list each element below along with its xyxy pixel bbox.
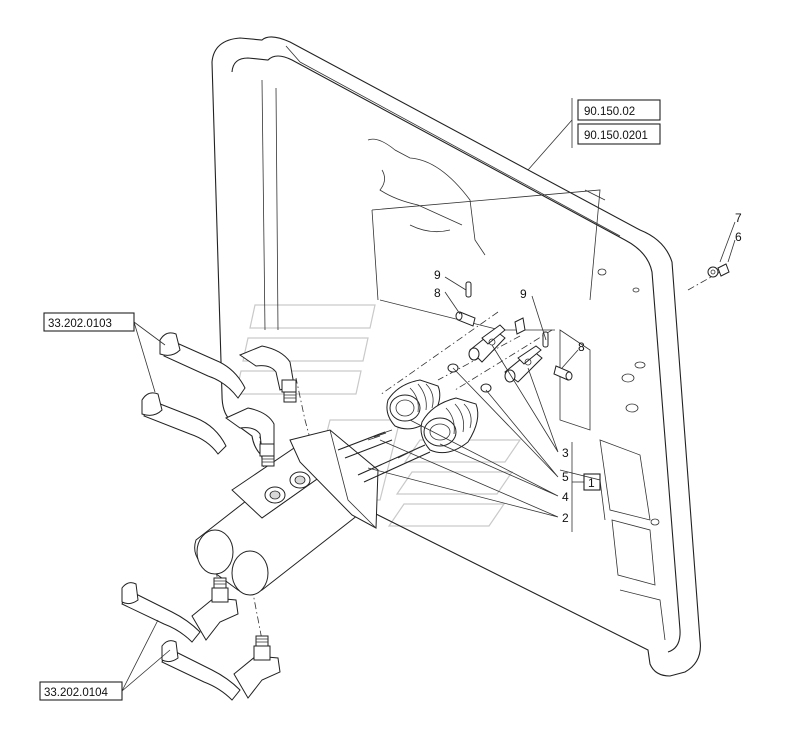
hoses-upper (141, 332, 297, 467)
callout-1: 1 (588, 476, 595, 490)
callout-8-right: 8 (578, 340, 585, 354)
reference-box-33-202-0104[interactable]: 33.202.0104 (39, 681, 123, 701)
callout-8-left: 8 (434, 286, 441, 300)
rubber-boots (386, 379, 479, 454)
callout-4: 4 (562, 490, 569, 504)
callout-3: 3 (562, 446, 569, 460)
reference-box-33-202-0103[interactable]: 33.202.0103 (43, 312, 135, 332)
callout-1-box[interactable]: 1 (583, 473, 601, 491)
mounting-panel (211, 36, 701, 677)
callout-9-right: 9 (520, 287, 527, 301)
valve-spools (337, 429, 431, 483)
callout-5: 5 (562, 470, 569, 484)
callout-labels: 1 3 5 4 2 7 6 9 8 9 8 (434, 211, 742, 525)
callout-2: 2 (562, 511, 569, 525)
reference-label: 33.202.0103 (48, 318, 112, 330)
watermark-logo (235, 304, 522, 527)
reference-box-90-150-02[interactable]: 90.150.02 (577, 99, 661, 121)
callout-6: 6 (735, 230, 742, 244)
reference-box-90-150-0201[interactable]: 90.150.0201 (577, 123, 661, 145)
leader-lines (121, 98, 736, 692)
reference-label: 33.202.0104 (44, 687, 109, 699)
callout-7: 7 (735, 211, 742, 225)
reference-label: 90.150.02 (584, 106, 635, 118)
hoses-lower (121, 577, 281, 701)
reference-label: 90.150.0201 (584, 130, 648, 142)
callout-9-left: 9 (434, 268, 441, 282)
clevis-hardware (447, 263, 730, 393)
valve-body (194, 429, 379, 596)
